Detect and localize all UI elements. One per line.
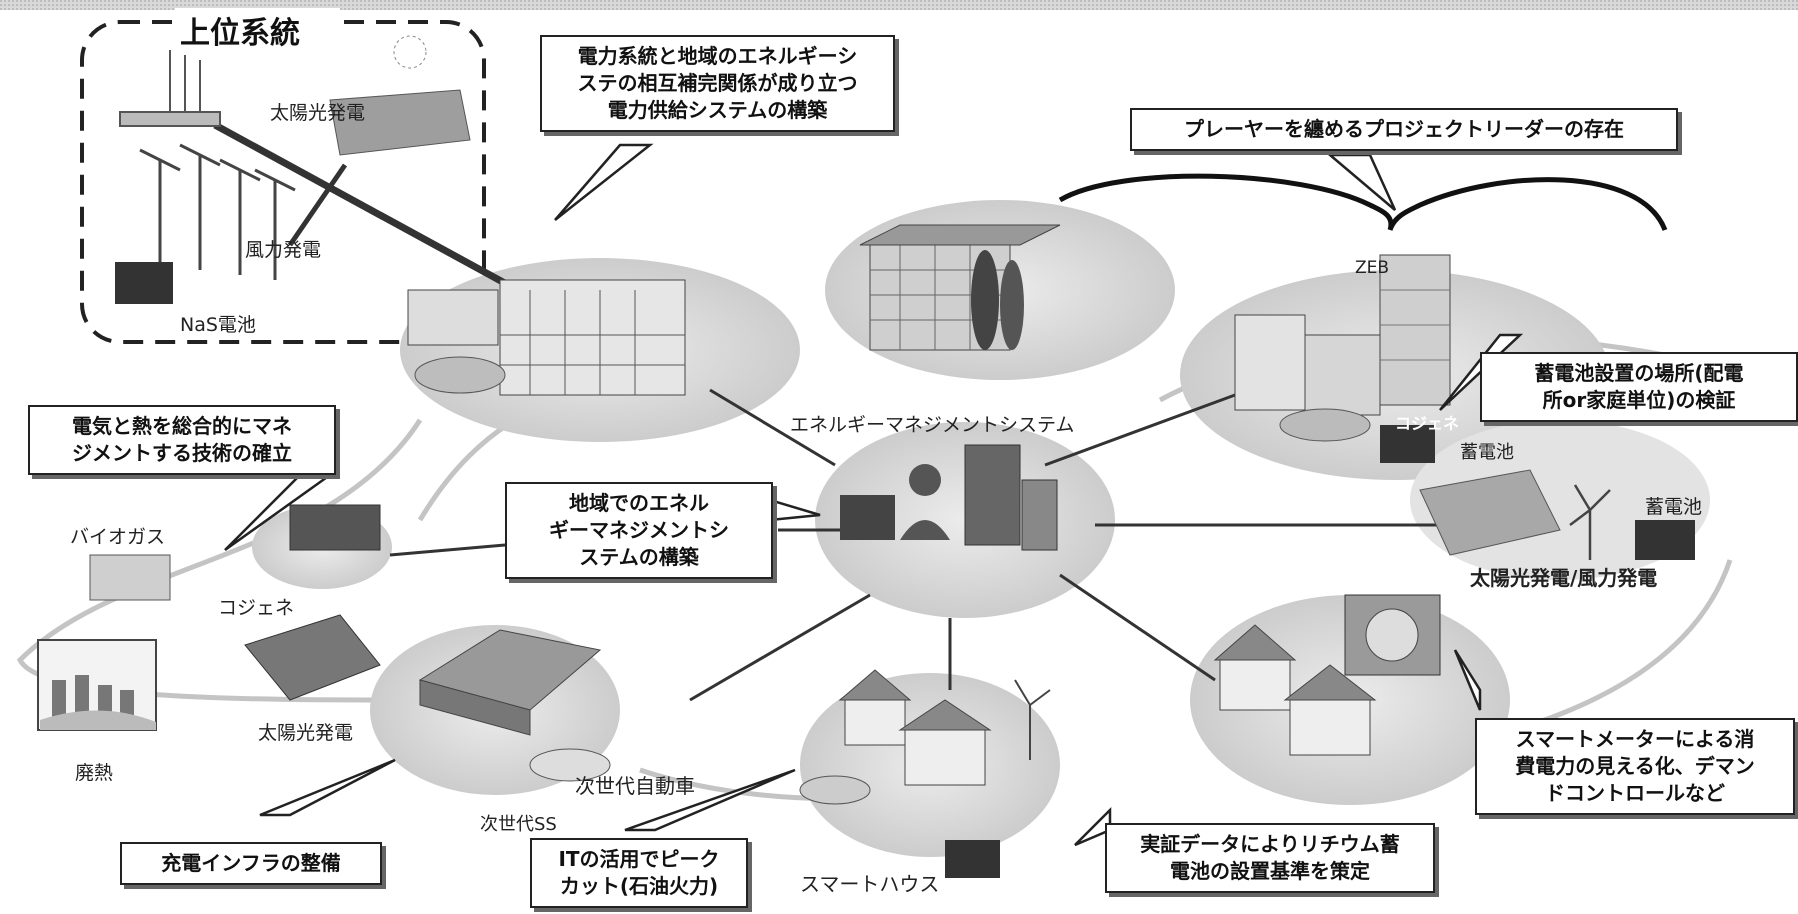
upper-system-title: 上位系統 <box>180 16 300 51</box>
smart-house-battery-icon <box>945 840 1000 878</box>
upper-wind-label: 風力発電 <box>245 239 322 261</box>
nas-battery-icon <box>115 262 173 304</box>
upper-nas-label: NaS電池 <box>180 314 256 336</box>
battery-zeb-icon <box>1380 425 1435 463</box>
next-ss-label: 次世代SS <box>480 814 557 835</box>
smart-meter-dial-icon <box>1365 608 1419 662</box>
solar-wind-right-label: 太陽光発電/風力発電 <box>1470 566 1658 590</box>
spoke-lines <box>389 388 1490 702</box>
sun-icon <box>393 35 427 69</box>
substation-icon <box>407 279 686 396</box>
ems-label: エネルギーマネジメントシステム <box>790 414 1075 436</box>
callout-smart-meter: スマートメーターによる消 費電力の見える化、デマン ドコントロールなど <box>1475 718 1795 815</box>
callout-project-leader: プレーヤーを纏めるプロジェクトリーダーの存在 <box>1130 108 1678 151</box>
zeb-buildings-icon <box>1234 254 1451 416</box>
solar-panel-right-icon <box>1419 469 1561 556</box>
storage-right-small-label: 蓄電池 <box>1460 442 1514 463</box>
wind-turbine-right-icon <box>1569 484 1611 560</box>
callout-grid-complement: 電力系統と地域のエネルギーシ ステの相互補完関係が成り立つ 電力供給システムの構… <box>540 35 895 132</box>
battery-right-icon <box>1635 520 1695 560</box>
biogas-label: バイオガス <box>70 526 166 548</box>
solar-left-label: 太陽光発電 <box>258 722 354 744</box>
smart-house-car-icon <box>799 775 871 805</box>
operator-workstation-icon <box>840 444 1058 551</box>
homes-right-icon <box>1213 624 1377 756</box>
car-zeb-icon <box>1279 408 1371 442</box>
callout-elec-heat: 電気と熱を総合的にマネ ジメントする技術の確立 <box>28 405 336 475</box>
smart-house-label: スマートハウス <box>800 872 940 896</box>
smart-houses-icon <box>838 669 992 786</box>
callout-lithium: 実証データによりリチウム蓄 電池の設置基準を策定 <box>1105 823 1435 893</box>
zeb-label: ZEB <box>1355 258 1390 278</box>
upper-system-title-bg <box>175 8 340 48</box>
ems-building-icon <box>859 224 1061 351</box>
callout-regional-ems: 地域でのエネル ギーマネジメントシ ステムの構築 <box>505 482 773 579</box>
cogen-left-icon <box>289 504 381 551</box>
next-car-icon <box>529 748 611 782</box>
storage-right-label: 蓄電池 <box>1645 496 1703 518</box>
transmission-tower-icon <box>119 50 221 127</box>
charging-station-icon <box>418 629 602 736</box>
car-icon <box>414 356 506 394</box>
callout-storage-location: 蓄電池設置の場所(配電 所or家庭単位)の検証 <box>1480 352 1798 422</box>
wind-turbines-upper-icon <box>139 143 296 280</box>
solar-panel-upper-icon <box>329 89 471 156</box>
callout-charging: 充電インフラの整備 <box>120 842 382 885</box>
waste-heat-label: 廃熱 <box>75 762 114 784</box>
top-texture-band <box>0 0 1798 10</box>
smart-house-turbine-icon <box>1014 679 1051 760</box>
upper-solar-label: 太陽光発電 <box>270 102 366 124</box>
cogen-right-label: コジェネ <box>1395 414 1460 433</box>
upper-system-link <box>213 121 547 309</box>
next-car-label: 次世代自動車 <box>575 774 695 798</box>
solar-panel-left-icon <box>244 614 381 701</box>
upper-system-link-2 <box>287 163 348 247</box>
factory-icon <box>37 639 157 731</box>
cogen-left-label: コジェネ <box>218 597 295 619</box>
leader-bracket <box>1058 173 1668 231</box>
biogas-tank-icon <box>89 554 171 601</box>
callout-it-peak: ITの活用でピーク カット(石油火力) <box>530 838 748 908</box>
